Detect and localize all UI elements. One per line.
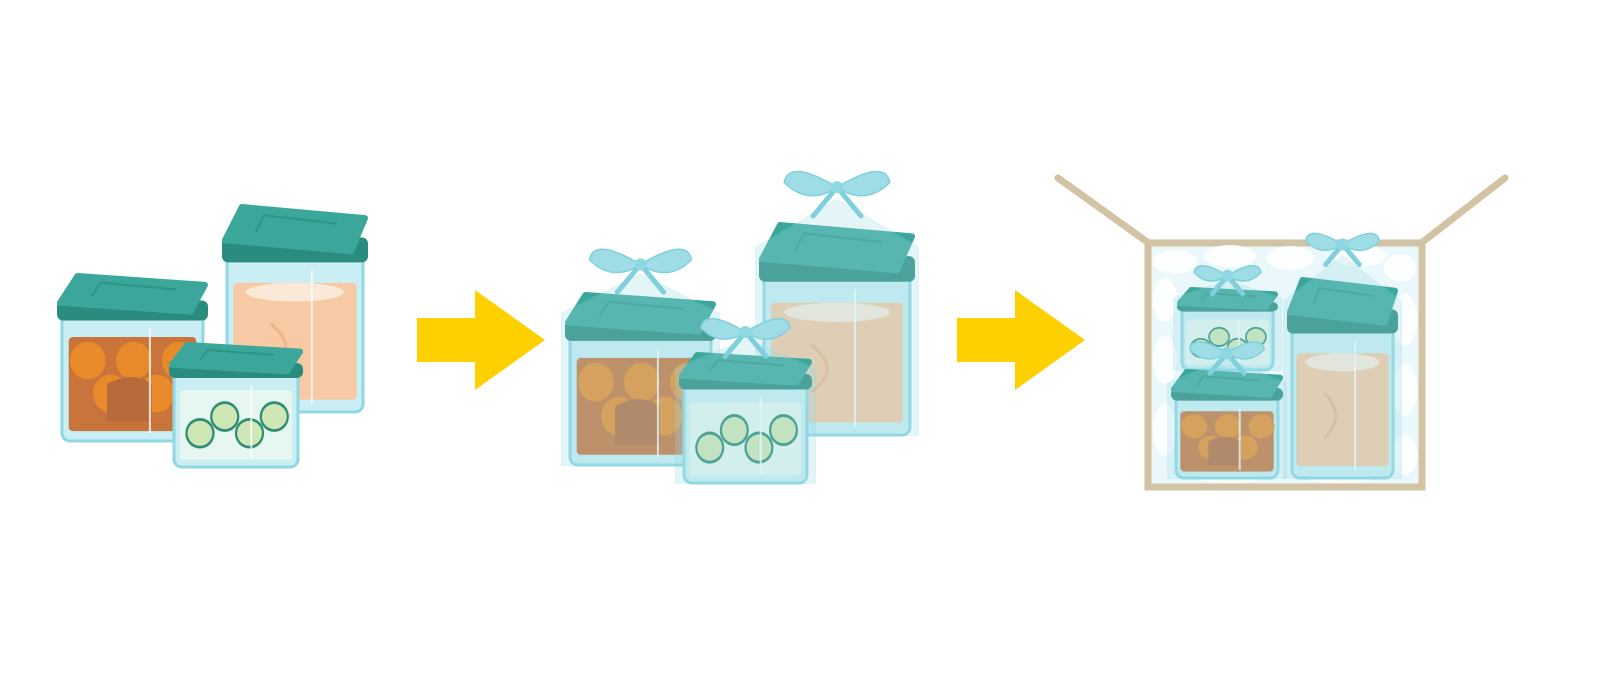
food-container-icon	[1283, 232, 1402, 480]
food-container-icon	[675, 318, 816, 485]
food-container-icon	[1167, 341, 1287, 480]
food-container-icon	[57, 273, 208, 443]
arrow-right-icon	[417, 290, 545, 390]
step-wrapped-containers	[561, 170, 919, 485]
wrap-bow-icon	[675, 318, 816, 484]
wrap-bow-icon	[561, 248, 720, 466]
wrap-bow-icon	[1167, 341, 1287, 479]
wrap-bow-icon	[1283, 232, 1402, 479]
food-container-icon	[169, 342, 303, 469]
arrow-right-icon	[957, 290, 1085, 390]
step-containers	[57, 204, 368, 469]
step-packed-box	[1054, 174, 1509, 491]
food-container-icon	[561, 248, 720, 467]
